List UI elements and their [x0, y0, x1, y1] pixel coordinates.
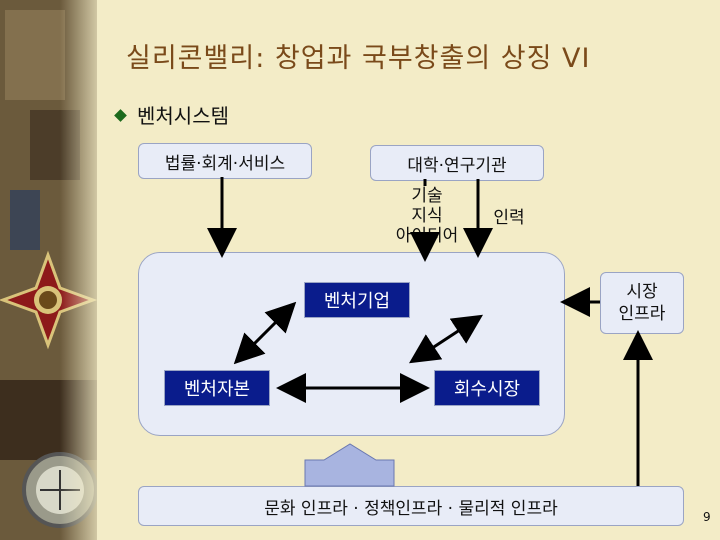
company-capital-arrow — [233, 301, 297, 365]
knowledge-line-2: 지식 — [411, 206, 443, 226]
bullet-text: 벤처시스템 — [137, 104, 229, 128]
background-fade — [60, 0, 130, 540]
recovery-market-box: 회수시장 — [434, 370, 540, 406]
university-research-box: 대학·연구기관 — [370, 145, 544, 181]
manpower-label: 인력 — [493, 208, 525, 228]
support-up-arrow — [304, 443, 395, 487]
market-infra-box: 시장 인프라 — [600, 272, 684, 334]
market-infra-line-1: 시장 — [626, 282, 658, 302]
knowledge-line-1: 기술 — [411, 186, 443, 206]
page-number: 9 — [703, 510, 711, 524]
market-infra-line-2: 인프라 — [618, 304, 666, 324]
culture-policy-physical-infra-box: 문화 인프라 · 정책인프라 · 물리적 인프라 — [138, 486, 684, 526]
slide-title: 실리콘밸리: 창업과 국부창출의 상징 VI — [126, 43, 591, 74]
venture-capital-box: 벤처자본 — [164, 370, 270, 406]
company-recovery-arrow — [408, 314, 484, 364]
bullet-item: 벤처시스템 — [114, 100, 229, 129]
venture-company-box: 벤처기업 — [304, 282, 410, 318]
law-accounting-service-box: 법률·회계·서비스 — [138, 143, 312, 179]
